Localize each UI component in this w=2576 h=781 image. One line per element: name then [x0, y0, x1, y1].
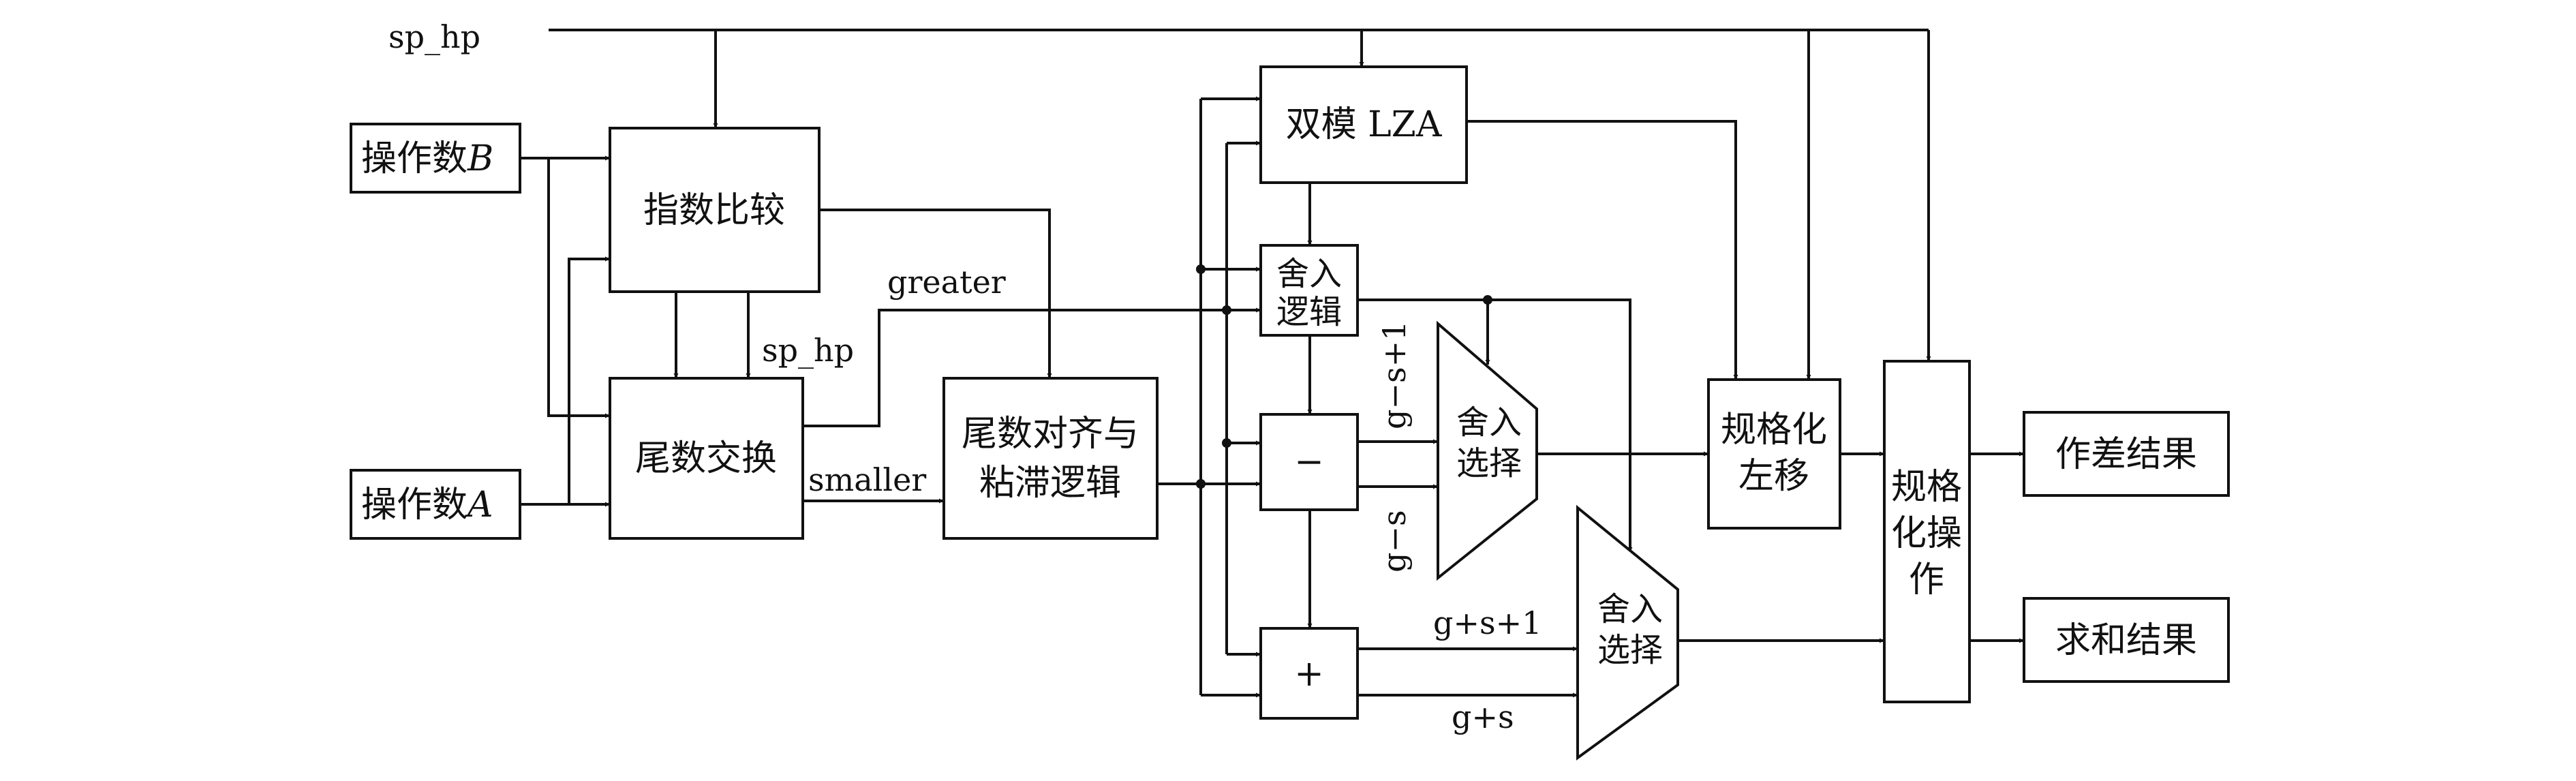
signal-labels: sp_hp sp_hp greater smaller g−s+1 g−s g+… [388, 18, 1542, 735]
operand-b-label: 操作数 [361, 138, 467, 179]
sum-result-label: 求和结果 [2055, 620, 2197, 661]
round-select-1-label-2: 选择 [1456, 444, 1522, 483]
round-select-1-mux: 舍入 选择 [1437, 320, 1538, 581]
greater-label: greater [887, 264, 1006, 301]
norm-left-shift-label-1: 规格化 [1721, 410, 1827, 450]
round-logic-label-1: 舍入 [1276, 255, 1342, 293]
normalize-op-label-1: 规格 [1891, 467, 1962, 508]
diff-result-block: 作差结果 [2023, 411, 2230, 497]
adder-block: + [1259, 627, 1359, 720]
mantissa-swap-label: 尾数交换 [635, 438, 777, 479]
g-minus-s-plus-1-label: g−s+1 [1376, 321, 1413, 429]
operand-a-var: A [465, 485, 493, 525]
junction-dot [1196, 264, 1206, 274]
operand-a-block: 操作数A [350, 469, 521, 540]
operand-b-var: B [467, 138, 493, 179]
round-logic-label-2: 逻辑 [1276, 293, 1342, 331]
norm-left-shift-block: 规格化 左移 [1707, 378, 1841, 530]
junction-dot [1483, 295, 1492, 305]
operand-b-block: 操作数B [350, 123, 521, 194]
smaller-label: smaller [808, 461, 926, 498]
dual-lza-block: 双模 LZA [1259, 65, 1468, 184]
svg-text:操作数B: 操作数B [361, 138, 493, 179]
wires [520, 29, 2024, 698]
round-logic-block: 舍入 逻辑 [1259, 244, 1359, 337]
round-select-1-label-1: 舍入 [1456, 403, 1522, 442]
sp-hp-mid-label: sp_hp [762, 332, 854, 369]
operand-a-label: 操作数 [361, 485, 467, 525]
subtractor-label: − [1294, 442, 1324, 483]
norm-left-shift-label-2: 左移 [1738, 456, 1809, 497]
junction-dot [1222, 305, 1231, 315]
normalize-op-block: 规格 化操 作 [1883, 360, 1971, 703]
g-minus-s-label: g−s [1376, 510, 1413, 572]
g-plus-s-plus-1-label: g+s+1 [1433, 604, 1542, 641]
diff-result-label: 作差结果 [2055, 434, 2197, 475]
round-select-2-mux: 舍入 选择 [1576, 504, 1679, 761]
mantissa-swap-block: 尾数交换 [609, 377, 804, 540]
sum-result-block: 求和结果 [2023, 597, 2230, 683]
exp-compare-block: 指数比较 [609, 127, 821, 293]
dual-lza-label: 双模 LZA [1286, 104, 1443, 145]
subtractor-block: − [1259, 413, 1359, 511]
normalize-op-label-3: 作 [1909, 560, 1944, 600]
round-select-2-label-2: 选择 [1597, 631, 1663, 669]
align-sticky-label-1: 尾数对齐与 [962, 414, 1139, 455]
exp-compare-label: 指数比较 [643, 190, 785, 231]
normalize-op-label-2: 化操 [1891, 513, 1962, 554]
align-sticky-label-2: 粘滞逻辑 [979, 463, 1121, 504]
adder-label: + [1294, 654, 1324, 694]
sp-hp-top-label: sp_hp [388, 18, 480, 55]
svg-text:操作数A: 操作数A [361, 485, 493, 525]
g-plus-s-label: g+s [1452, 699, 1514, 735]
round-select-2-label-1: 舍入 [1597, 590, 1663, 628]
align-sticky-block: 尾数对齐与 粘滞逻辑 [942, 377, 1159, 540]
junction-dot [1196, 479, 1206, 489]
junction-dot [1222, 438, 1231, 448]
